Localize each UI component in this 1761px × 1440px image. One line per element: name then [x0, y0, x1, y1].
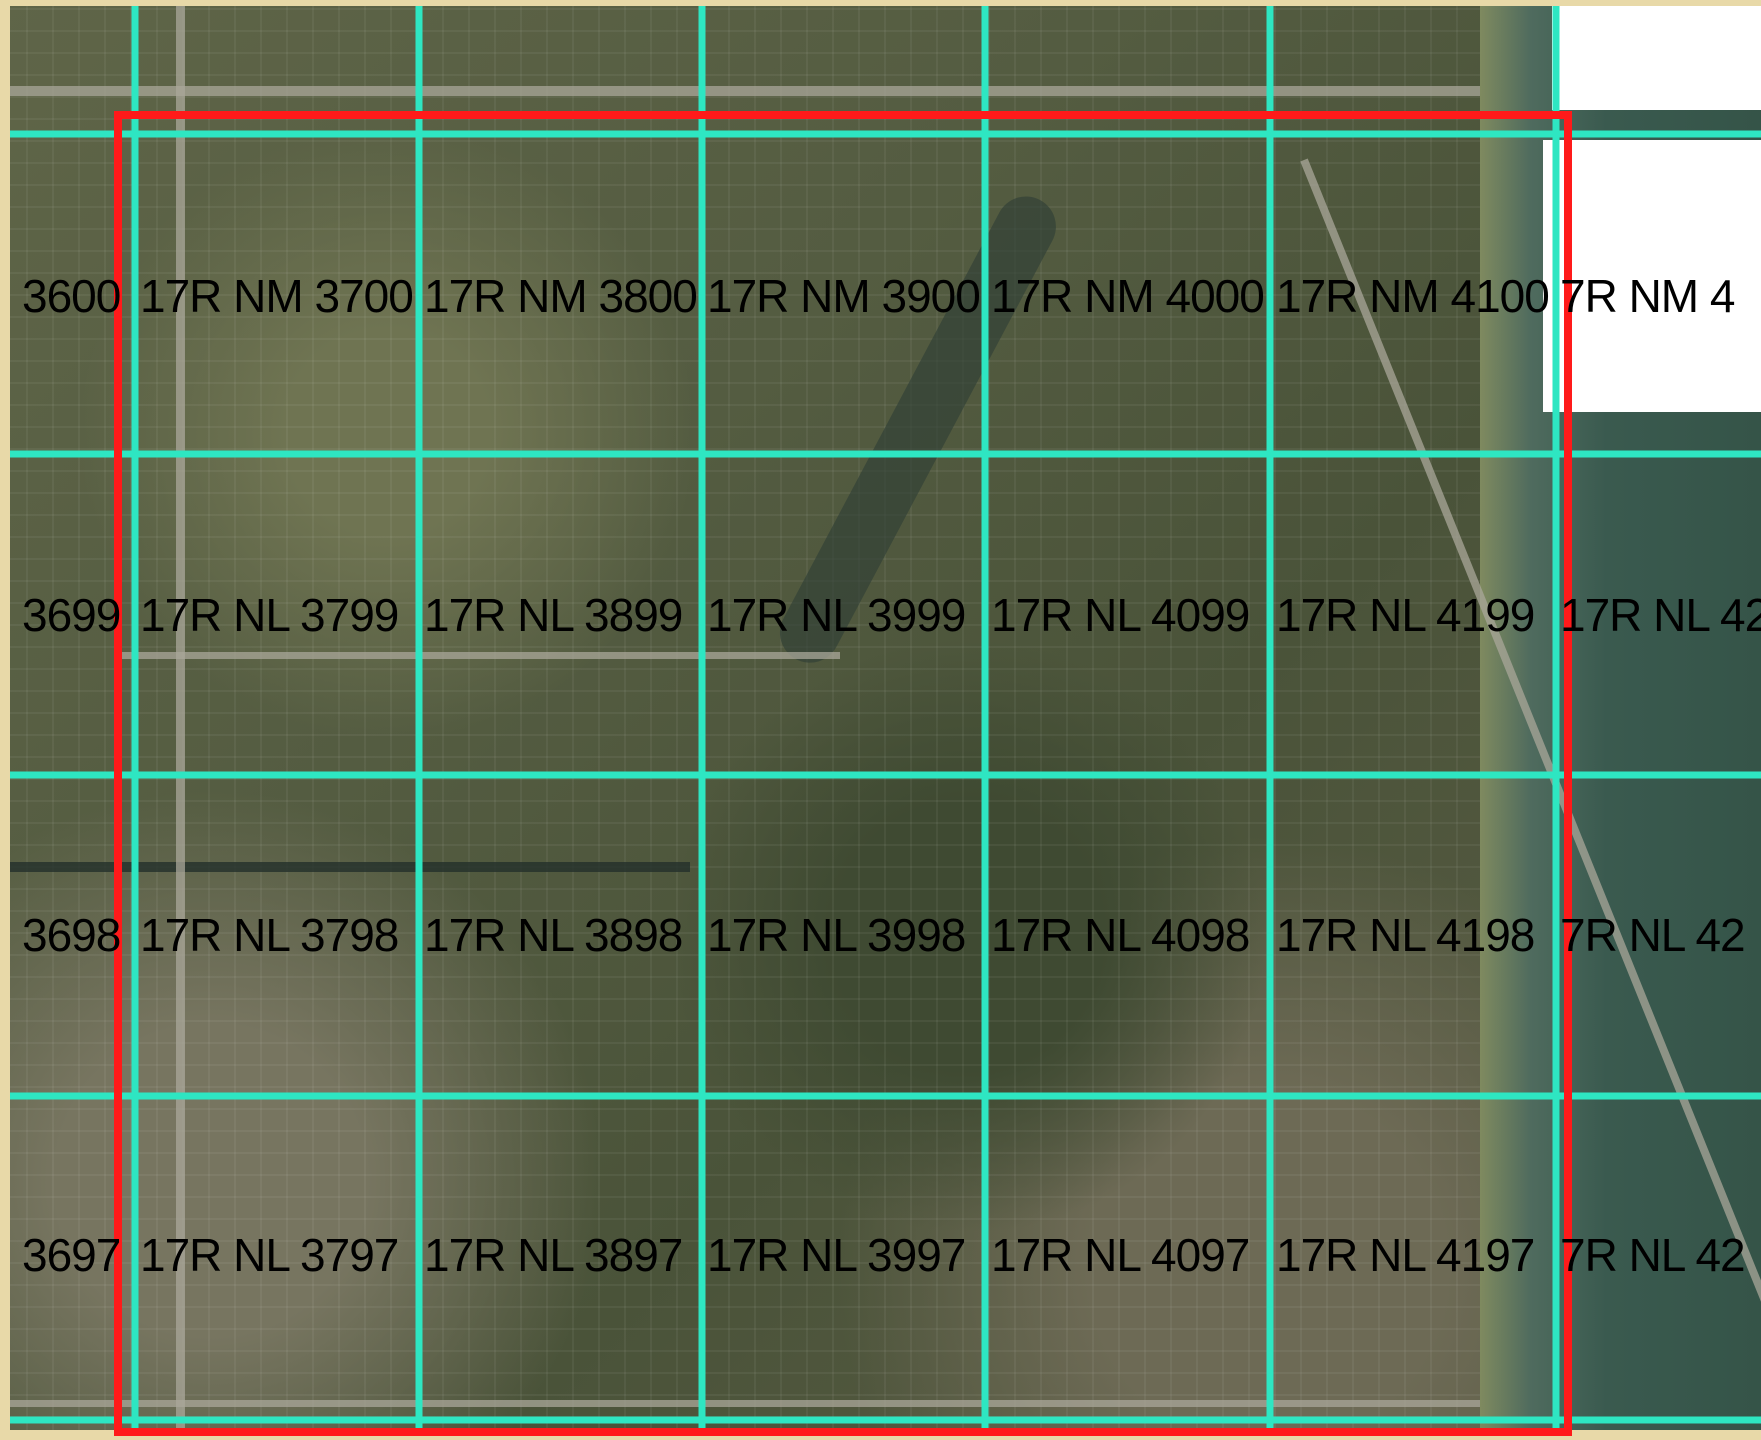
- road-mid: [120, 652, 840, 659]
- tile-label: 17R NL 3998: [707, 909, 966, 961]
- tile-label: 17R NL 42: [1560, 589, 1761, 641]
- tile-label: 17R NL 4198: [1276, 909, 1535, 961]
- map-frame-top: [0, 0, 1761, 6]
- map-frame-left: [0, 0, 10, 1440]
- tile-label: 17R NM 3900: [707, 270, 981, 322]
- tile-label: 17R NM 4100: [1276, 270, 1550, 322]
- tile-label: 17R NL 3899: [424, 589, 683, 641]
- tile-label: 7R NL 42: [1560, 1229, 1746, 1281]
- tile-label: 17R NL 3799: [140, 589, 399, 641]
- tile-label: 17R NL 4099: [991, 589, 1250, 641]
- tile-label: 17R NM 4000: [991, 270, 1265, 322]
- no-data-block-lower: [1543, 140, 1761, 412]
- tile-label: 17R NL 4199: [1276, 589, 1535, 641]
- tile-label: 17R NM 3800: [424, 270, 698, 322]
- canal: [0, 862, 690, 872]
- tile-label: 17R NL 3897: [424, 1229, 683, 1281]
- tile-label: 3697: [22, 1229, 121, 1281]
- tile-label: 17R NL 4098: [991, 909, 1250, 961]
- tile-label: 3600: [22, 270, 121, 322]
- selection-rectangle[interactable]: [114, 111, 1572, 1436]
- tile-label: 17R NL 3997: [707, 1229, 966, 1281]
- no-data-block: [1552, 6, 1761, 110]
- road-south: [0, 1400, 1480, 1407]
- tile-label: 17R NL 3797: [140, 1229, 399, 1281]
- tile-label: 17R NM 3700: [140, 270, 414, 322]
- tile-label: 17R NL 3898: [424, 909, 683, 961]
- tile-label: 17R NL 4097: [991, 1229, 1250, 1281]
- tile-label: 3698: [22, 909, 121, 961]
- tile-label: 17R NL 3798: [140, 909, 399, 961]
- road-north: [0, 86, 1480, 96]
- tile-label: 3699: [22, 589, 121, 641]
- tile-label: 7R NL 42: [1560, 909, 1746, 961]
- tile-label: 17R NL 3999: [707, 589, 966, 641]
- tile-label: 7R NM 4: [1560, 270, 1735, 322]
- tile-label: 17R NL 4197: [1276, 1229, 1535, 1281]
- road-vertical: [176, 0, 185, 1440]
